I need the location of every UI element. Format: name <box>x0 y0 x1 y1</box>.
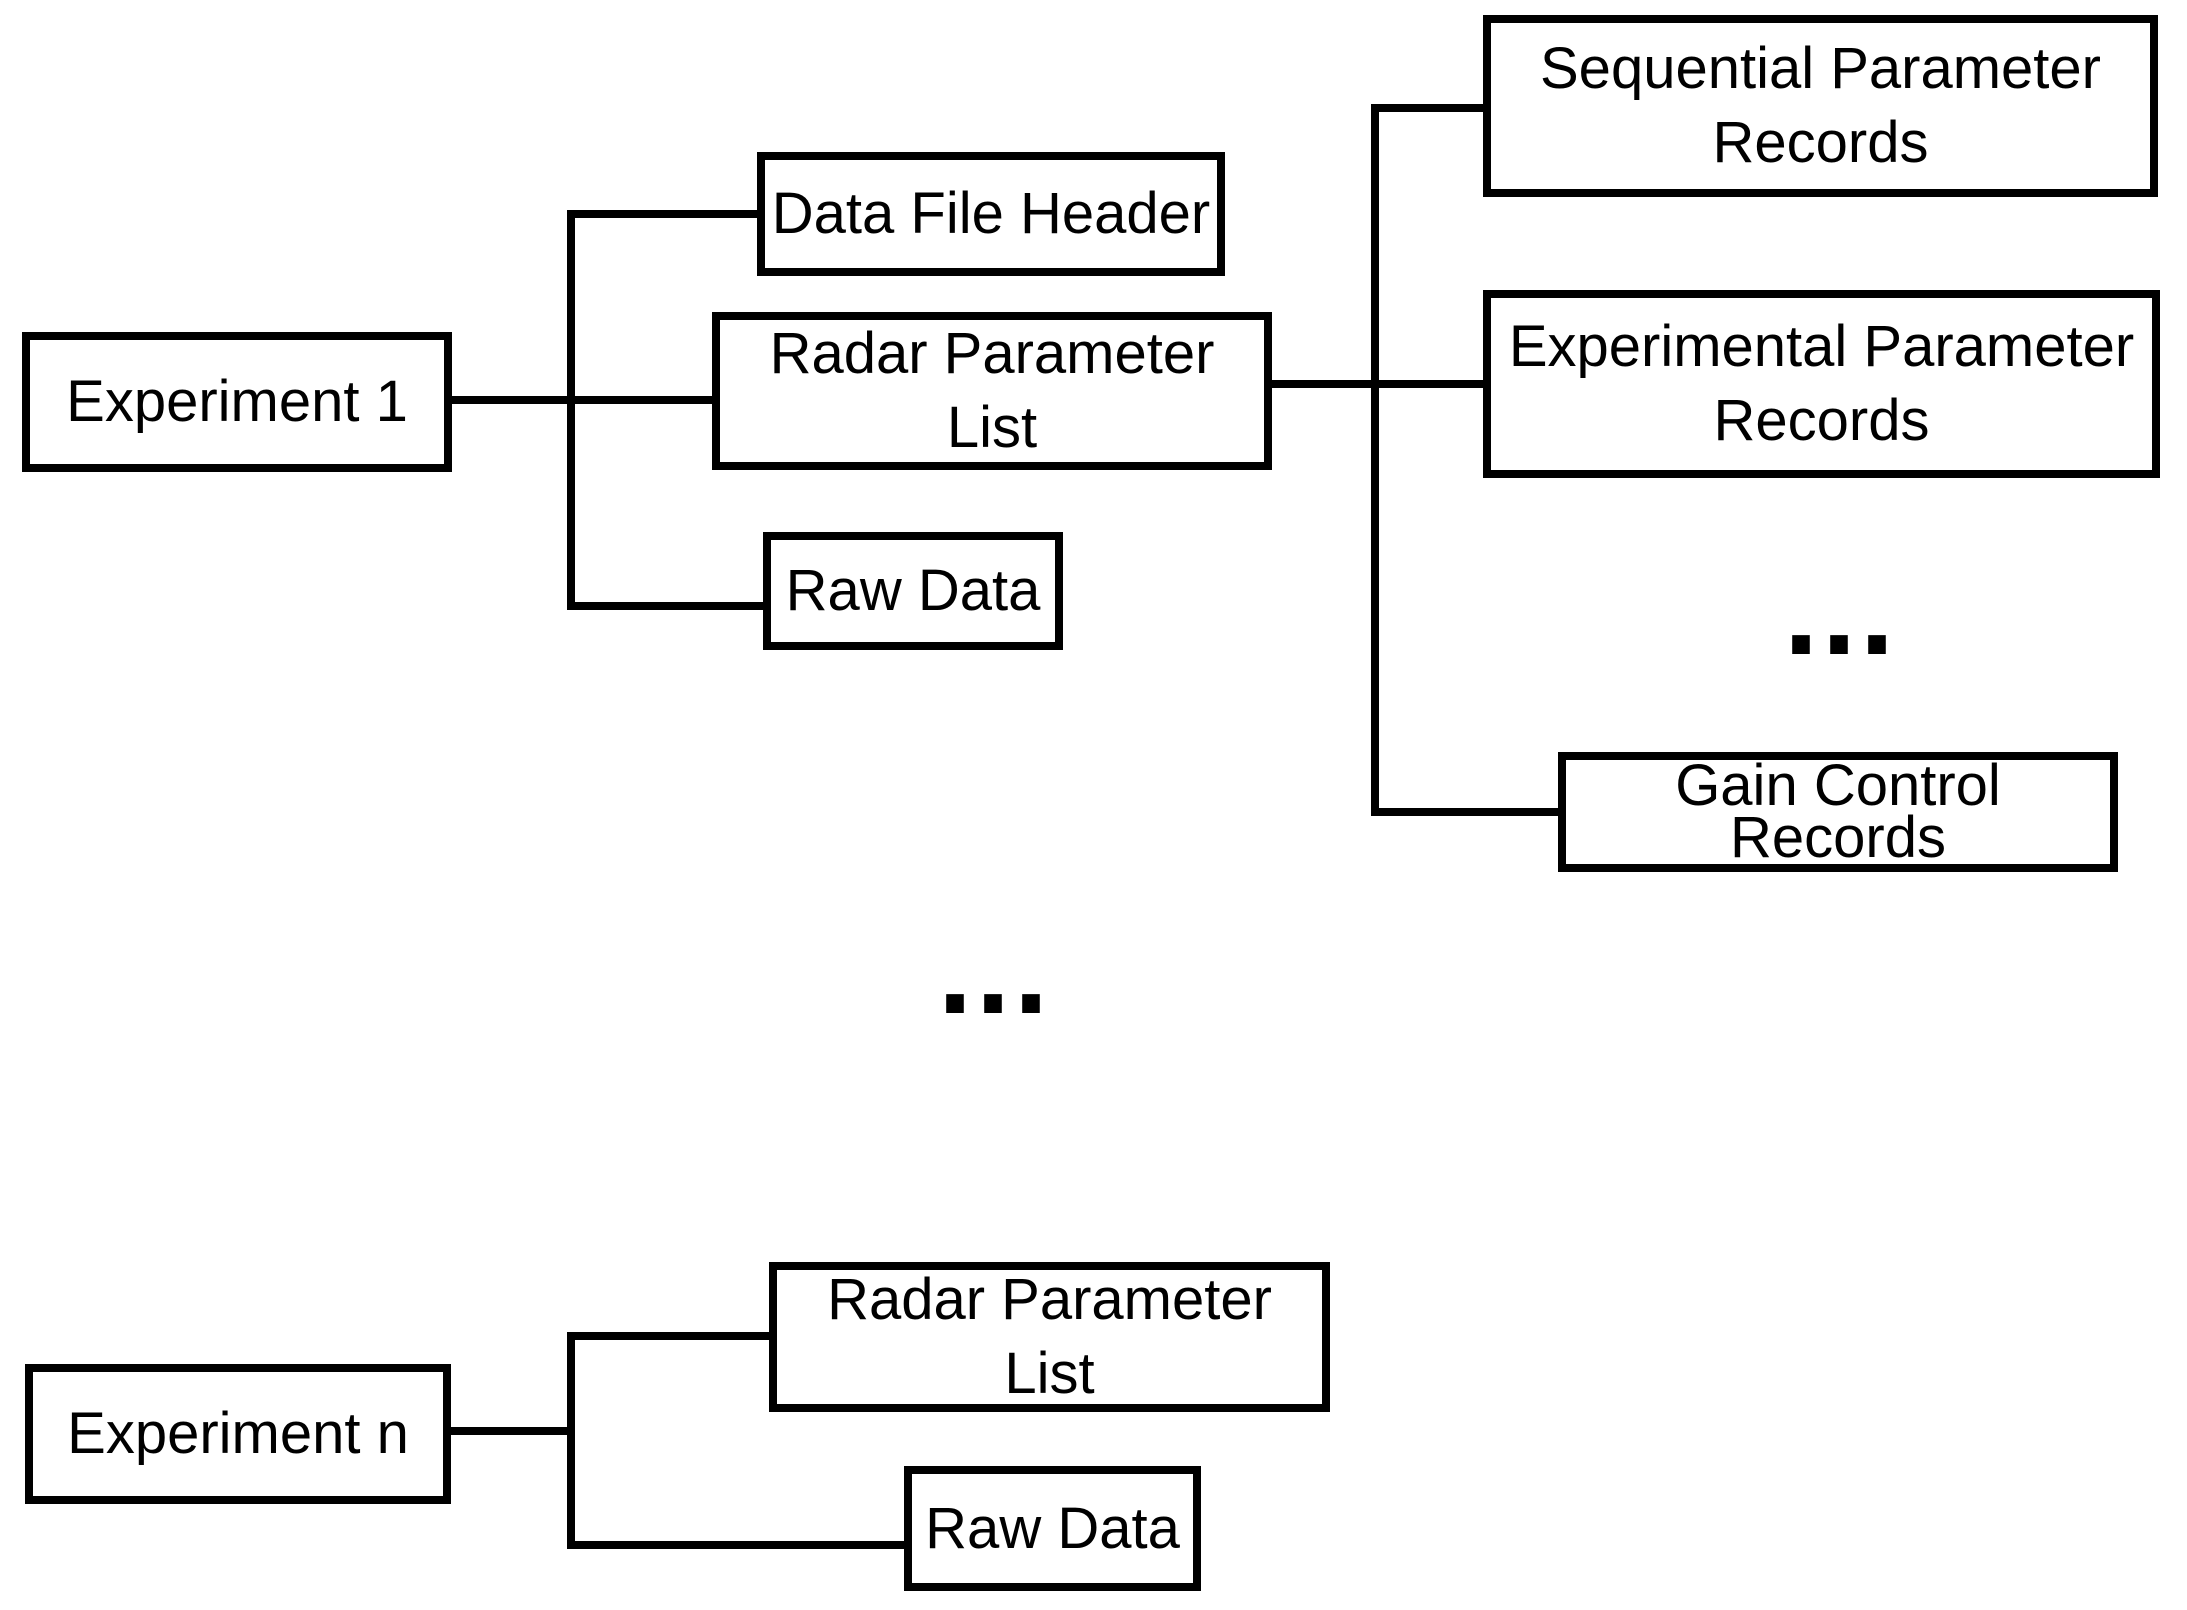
connector-experimentn-trunk <box>451 1427 575 1435</box>
node-raw-data-1: Raw Data <box>763 532 1063 650</box>
node-radar-parameter-list-1: Radar Parameter List <box>712 312 1272 470</box>
connector-stub-gain-records <box>1371 808 1562 816</box>
connector-experimentn-branch-vertical <box>567 1332 575 1549</box>
node-label: Data File Header <box>771 181 1211 246</box>
node-label-line2: Records <box>1713 388 1930 453</box>
node-gain-control-records: Gain Control Records <box>1558 752 2118 872</box>
connector-stub-raw-data-1 <box>571 602 767 610</box>
connector-stub-radar-list-n <box>571 1332 773 1340</box>
node-sequential-parameter-records: Sequential Parameter Records <box>1483 15 2158 197</box>
node-label-line1: Radar Parameter <box>769 321 1215 386</box>
node-label-line1: Experimental Parameter <box>1508 314 2135 379</box>
connector-stub-data-file-header <box>571 210 761 218</box>
node-label-line1: Sequential Parameter <box>1540 36 2101 101</box>
connector-experiment1-branch-vertical <box>567 210 575 610</box>
node-experimental-parameter-records: Experimental Parameter Records <box>1483 290 2160 478</box>
node-label: Raw Data <box>785 558 1041 623</box>
node-label: Raw Data <box>925 1495 1180 1561</box>
node-label-line2: List <box>946 395 1038 460</box>
node-label: Experiment n <box>67 1401 409 1466</box>
ellipsis-more-experiments: ... <box>936 920 1050 1037</box>
node-label-line2: List <box>1004 1341 1095 1406</box>
ellipsis-more-records: ... <box>1782 561 1896 678</box>
node-radar-parameter-list-n: Radar Parameter List <box>769 1262 1330 1412</box>
connector-records-branch-vertical <box>1371 104 1379 816</box>
node-label-line2: Records <box>1712 110 1929 175</box>
node-experiment-n: Experiment n <box>25 1364 451 1504</box>
node-label-line1: Gain Control <box>1675 753 2001 818</box>
node-label-line1: Radar Parameter <box>827 1267 1272 1332</box>
node-label-line2: Records <box>1730 805 1946 870</box>
connector-experiment1-trunk <box>450 396 712 404</box>
node-raw-data-n: Raw Data <box>904 1466 1201 1591</box>
node-data-file-header: Data File Header <box>757 152 1225 276</box>
connector-stub-raw-data-n <box>571 1541 908 1549</box>
node-label: Experiment 1 <box>66 369 408 434</box>
node-experiment-1: Experiment 1 <box>22 332 452 472</box>
connector-stub-sequential-records <box>1371 104 1487 112</box>
